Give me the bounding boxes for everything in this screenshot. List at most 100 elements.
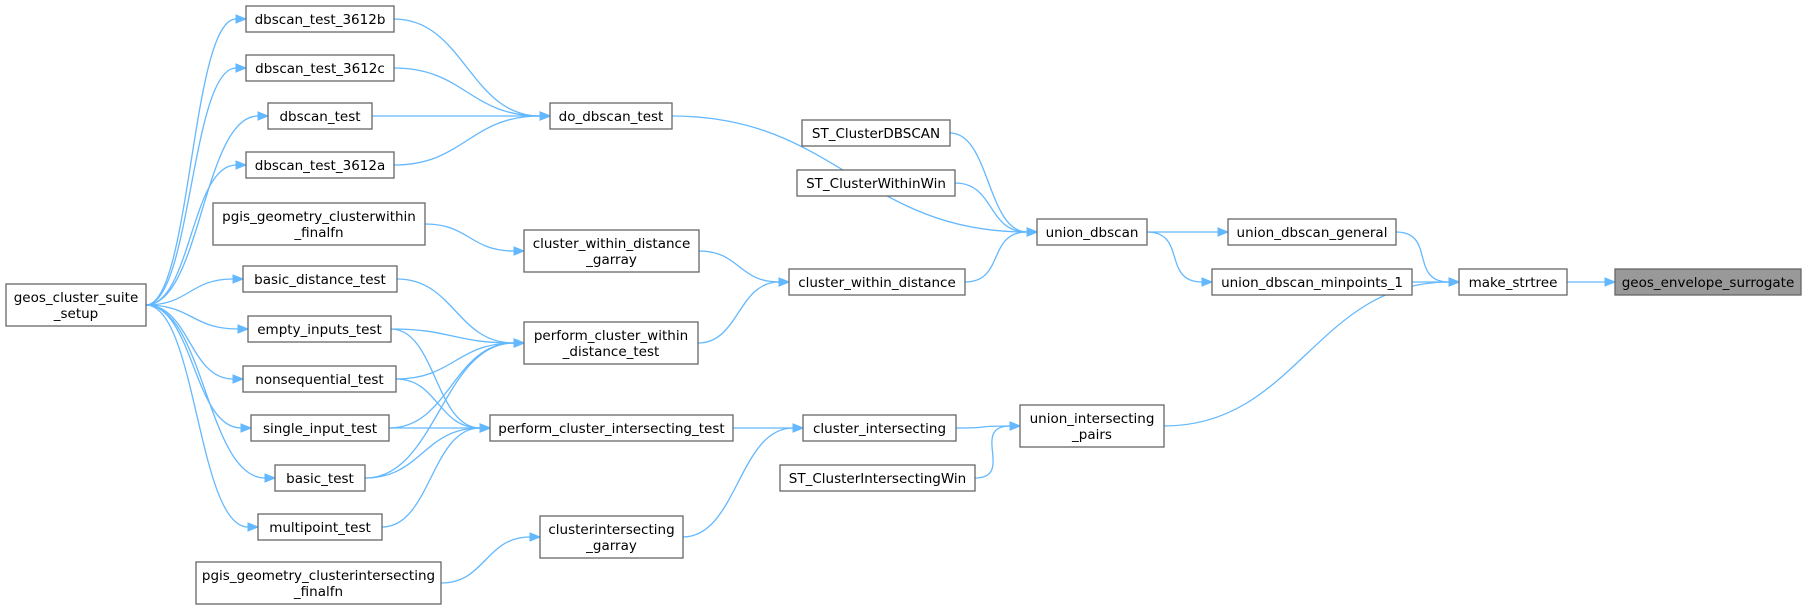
node-box-basic-distance-test bbox=[242, 265, 398, 293]
edges-layer bbox=[145, 14, 1617, 584]
node-do-dbscan-test[interactable]: do_dbscan_test bbox=[549, 102, 673, 130]
node-multipoint-test[interactable]: multipoint_test bbox=[257, 513, 383, 541]
edge-cluster-within-distance-to-union-dbscan bbox=[964, 231, 1028, 283]
node-box-perform-cluster-within-distance-test bbox=[523, 321, 699, 365]
node-box-dbscan-test-3612b bbox=[245, 5, 395, 33]
node-box-union-intersecting-pairs bbox=[1019, 404, 1165, 448]
arrowhead-union-intersecting-pairs-to-make-strtree bbox=[1448, 277, 1461, 287]
node-union-dbscan-minpoints-1[interactable]: union_dbscan_minpoints_1 bbox=[1211, 268, 1413, 296]
node-label-st-clusterdbscan: ST_ClusterDBSCAN bbox=[812, 126, 940, 142]
node-pgis-geometry-clusterwithin-finalfn[interactable]: pgis_geometry_clusterwithin_finalfn bbox=[212, 202, 426, 246]
node-box-perform-cluster-intersecting-test bbox=[489, 414, 734, 442]
edge-basic-test-to-perform-cluster-within-distance-test bbox=[364, 342, 515, 479]
node-make-strtree[interactable]: make_strtree bbox=[1458, 268, 1568, 296]
node-cluster-within-distance-garray[interactable]: cluster_within_distance_garray bbox=[523, 229, 700, 273]
node-label-geos-cluster-suite-setup: _setup bbox=[53, 306, 99, 322]
arrowhead-geos-cluster-suite-setup-to-dbscan-test-3612b bbox=[235, 14, 248, 24]
node-label-dbscan-test: dbscan_test bbox=[279, 109, 360, 125]
node-label-single-input-test: single_input_test bbox=[263, 421, 377, 437]
node-label-st-clusterwithinwin: ST_ClusterWithinWin bbox=[806, 176, 946, 192]
edge-cluster-intersecting-to-union-intersecting-pairs bbox=[955, 425, 1011, 429]
edge-geos-cluster-suite-setup-to-dbscan-test-3612a bbox=[145, 164, 237, 306]
arrowhead-make-strtree-to-geos-envelope-surrogate bbox=[1604, 277, 1617, 287]
node-cluster-within-distance[interactable]: cluster_within_distance bbox=[788, 268, 966, 296]
arrowhead-geos-cluster-suite-setup-to-nonsequential-test bbox=[232, 374, 245, 384]
arrowhead-geos-cluster-suite-setup-to-dbscan-test-3612a bbox=[235, 160, 248, 170]
node-st-clusterintersectingwin[interactable]: ST_ClusterIntersectingWin bbox=[779, 464, 976, 492]
arrowhead-geos-cluster-suite-setup-to-multipoint-test bbox=[247, 522, 260, 532]
node-box-st-clusterintersectingwin bbox=[779, 464, 976, 492]
edge-geos-cluster-suite-setup-to-empty-inputs-test bbox=[145, 304, 239, 330]
node-box-union-dbscan-minpoints-1 bbox=[1211, 268, 1413, 296]
node-label-geos-envelope-surrogate: geos_envelope_surrogate bbox=[1622, 275, 1795, 291]
node-pgis-geometry-clusterintersecting-finalfn[interactable]: pgis_geometry_clusterintersecting_finalf… bbox=[195, 561, 442, 605]
arrowhead-clusterintersecting-garray-to-cluster-intersecting bbox=[792, 423, 805, 433]
node-box-do-dbscan-test bbox=[549, 102, 673, 130]
arrowhead-geos-cluster-suite-setup-to-single-input-test bbox=[240, 423, 253, 433]
arrowhead-perform-cluster-within-distance-test-to-cluster-within-distance bbox=[778, 277, 791, 287]
node-cluster-intersecting[interactable]: cluster_intersecting bbox=[802, 414, 957, 442]
node-box-nonsequential-test bbox=[242, 365, 397, 393]
node-dbscan-test-3612a[interactable]: dbscan_test_3612a bbox=[245, 151, 395, 179]
node-label-cluster-within-distance: cluster_within_distance bbox=[798, 275, 956, 291]
node-box-pgis-geometry-clusterintersecting-finalfn bbox=[195, 561, 442, 605]
node-box-union-dbscan bbox=[1036, 218, 1148, 246]
node-basic-test[interactable]: basic_test bbox=[274, 464, 366, 492]
node-box-clusterintersecting-garray bbox=[539, 515, 684, 559]
node-box-multipoint-test bbox=[257, 513, 383, 541]
edge-clusterintersecting-garray-to-cluster-intersecting bbox=[682, 427, 794, 538]
edge-geos-cluster-suite-setup-to-dbscan-test bbox=[145, 115, 259, 306]
node-dbscan-test-3612b[interactable]: dbscan_test_3612b bbox=[245, 5, 395, 33]
node-basic-distance-test[interactable]: basic_distance_test bbox=[242, 265, 398, 293]
edge-geos-cluster-suite-setup-to-basic-distance-test bbox=[145, 278, 234, 306]
node-union-intersecting-pairs[interactable]: union_intersecting_pairs bbox=[1019, 404, 1165, 448]
node-box-single-input-test bbox=[250, 414, 390, 442]
node-clusterintersecting-garray[interactable]: clusterintersecting_garray bbox=[539, 515, 684, 559]
edge-nonsequential-test-to-perform-cluster-intersecting-test bbox=[395, 378, 481, 429]
node-box-geos-envelope-surrogate bbox=[1614, 268, 1802, 296]
nodes-layer: geos_envelope_surrogatemake_strtreeunion… bbox=[5, 5, 1802, 605]
node-nonsequential-test[interactable]: nonsequential_test bbox=[242, 365, 397, 393]
node-label-basic-distance-test: basic_distance_test bbox=[254, 272, 386, 288]
node-label-perform-cluster-intersecting-test: perform_cluster_intersecting_test bbox=[498, 421, 724, 437]
node-single-input-test[interactable]: single_input_test bbox=[250, 414, 390, 442]
node-label-dbscan-test-3612a: dbscan_test_3612a bbox=[255, 158, 385, 174]
node-label-perform-cluster-within-distance-test: _distance_test bbox=[562, 344, 660, 360]
arrowhead-union-dbscan-to-union-dbscan-minpoints-1 bbox=[1201, 277, 1214, 287]
node-label-multipoint-test: multipoint_test bbox=[269, 520, 371, 536]
arrowhead-geos-cluster-suite-setup-to-dbscan-test bbox=[257, 111, 270, 121]
node-label-pgis-geometry-clusterwithin-finalfn: _finalfn bbox=[293, 225, 343, 241]
edge-union-dbscan-general-to-make-strtree bbox=[1395, 231, 1450, 283]
node-st-clusterdbscan[interactable]: ST_ClusterDBSCAN bbox=[801, 119, 951, 147]
edge-geos-cluster-suite-setup-to-multipoint-test bbox=[145, 304, 249, 528]
node-label-cluster-intersecting: cluster_intersecting bbox=[813, 421, 946, 437]
edge-dbscan-test-3612a-to-do-dbscan-test bbox=[393, 115, 541, 166]
node-box-make-strtree bbox=[1458, 268, 1568, 296]
node-geos-envelope-surrogate[interactable]: geos_envelope_surrogate bbox=[1614, 268, 1802, 296]
node-label-perform-cluster-within-distance-test: perform_cluster_within bbox=[534, 328, 688, 344]
edge-dbscan-test-3612b-to-do-dbscan-test bbox=[393, 18, 541, 117]
edge-cluster-within-distance-garray-to-cluster-within-distance bbox=[698, 250, 780, 283]
node-box-dbscan-test-3612a bbox=[245, 151, 395, 179]
edge-pgis-geometry-clusterwithin-finalfn-to-cluster-within-distance-garray bbox=[424, 223, 515, 252]
node-box-st-clusterdbscan bbox=[801, 119, 951, 147]
edge-st-clusterintersectingwin-to-union-intersecting-pairs bbox=[974, 425, 1011, 479]
node-empty-inputs-test[interactable]: empty_inputs_test bbox=[247, 315, 392, 343]
node-perform-cluster-intersecting-test[interactable]: perform_cluster_intersecting_test bbox=[489, 414, 734, 442]
node-box-cluster-within-distance-garray bbox=[523, 229, 700, 273]
node-label-pgis-geometry-clusterintersecting-finalfn: pgis_geometry_clusterintersecting bbox=[202, 568, 435, 584]
node-box-basic-test bbox=[274, 464, 366, 492]
node-union-dbscan[interactable]: union_dbscan bbox=[1036, 218, 1148, 246]
node-box-st-clusterwithinwin bbox=[796, 169, 956, 197]
node-label-empty-inputs-test: empty_inputs_test bbox=[257, 322, 382, 338]
node-union-dbscan-general[interactable]: union_dbscan_general bbox=[1227, 218, 1397, 246]
node-perform-cluster-within-distance-test[interactable]: perform_cluster_within_distance_test bbox=[523, 321, 699, 365]
node-label-geos-cluster-suite-setup: geos_cluster_suite bbox=[14, 290, 139, 306]
edge-geos-cluster-suite-setup-to-single-input-test bbox=[145, 304, 242, 429]
edge-geos-cluster-suite-setup-to-basic-test bbox=[145, 304, 266, 479]
node-st-clusterwithinwin[interactable]: ST_ClusterWithinWin bbox=[796, 169, 956, 197]
node-dbscan-test[interactable]: dbscan_test bbox=[267, 102, 373, 130]
node-dbscan-test-3612c[interactable]: dbscan_test_3612c bbox=[245, 54, 395, 82]
node-box-dbscan-test-3612c bbox=[245, 54, 395, 82]
node-geos-cluster-suite-setup[interactable]: geos_cluster_suite_setup bbox=[5, 283, 147, 327]
